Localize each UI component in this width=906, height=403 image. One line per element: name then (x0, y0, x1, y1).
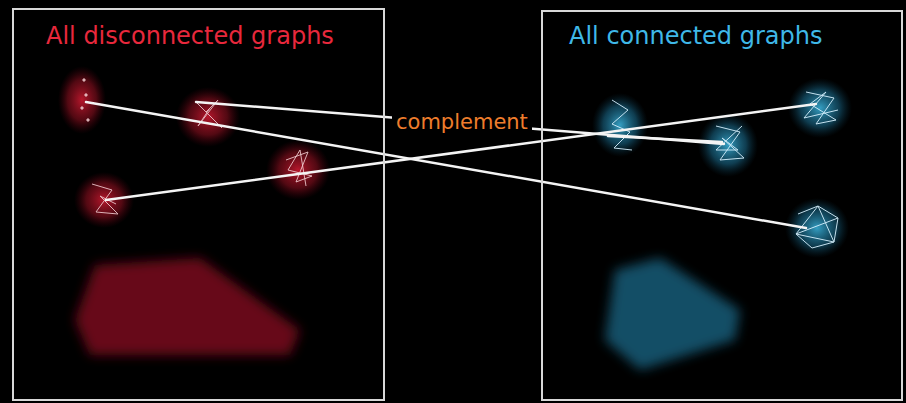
glow (58, 66, 106, 134)
complement-line (86, 102, 816, 228)
smear (75, 258, 300, 355)
glow (785, 198, 849, 258)
region-heading: All connected graphs (569, 22, 822, 51)
region-box: All disconnected graphs (12, 8, 385, 401)
operation-label: complement (392, 110, 532, 134)
glow (176, 87, 240, 147)
glow (698, 113, 758, 177)
region-box: All connected graphs (541, 10, 903, 401)
glow (592, 93, 648, 157)
smear (605, 258, 740, 370)
region-heading: All disconnected graphs (46, 22, 334, 51)
glow (788, 78, 852, 138)
glow (74, 172, 134, 228)
